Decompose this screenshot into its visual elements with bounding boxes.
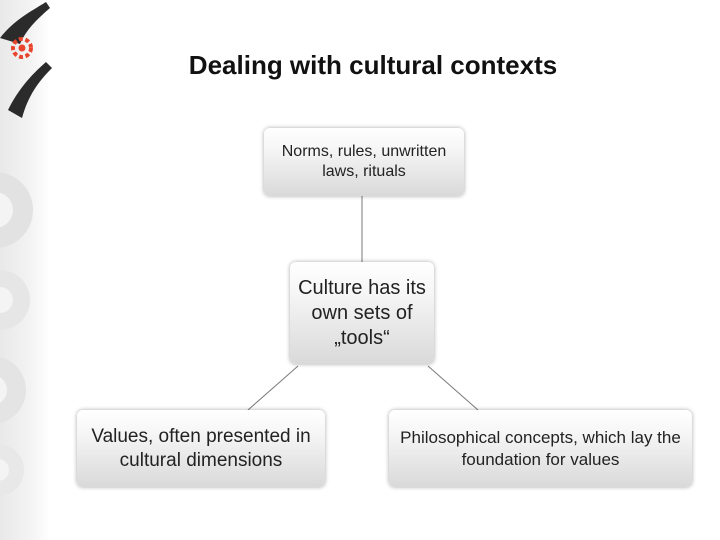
logo-hands-gear-icon xyxy=(0,2,52,118)
background-gears-icon xyxy=(0,172,33,496)
slide-title: Dealing with cultural contexts xyxy=(188,50,558,80)
node-values: Values, often presented in cultural dime… xyxy=(77,410,325,487)
connector-center-right xyxy=(427,365,479,411)
node-culture-tools: Culture has its own sets of „tools“ xyxy=(290,262,434,364)
connector-center-left xyxy=(247,365,299,411)
node-philosophical-concepts: Philosophical concepts, which lay the fo… xyxy=(389,410,692,487)
node-norms-rules: Norms, rules, unwritten laws, rituals xyxy=(264,128,464,196)
